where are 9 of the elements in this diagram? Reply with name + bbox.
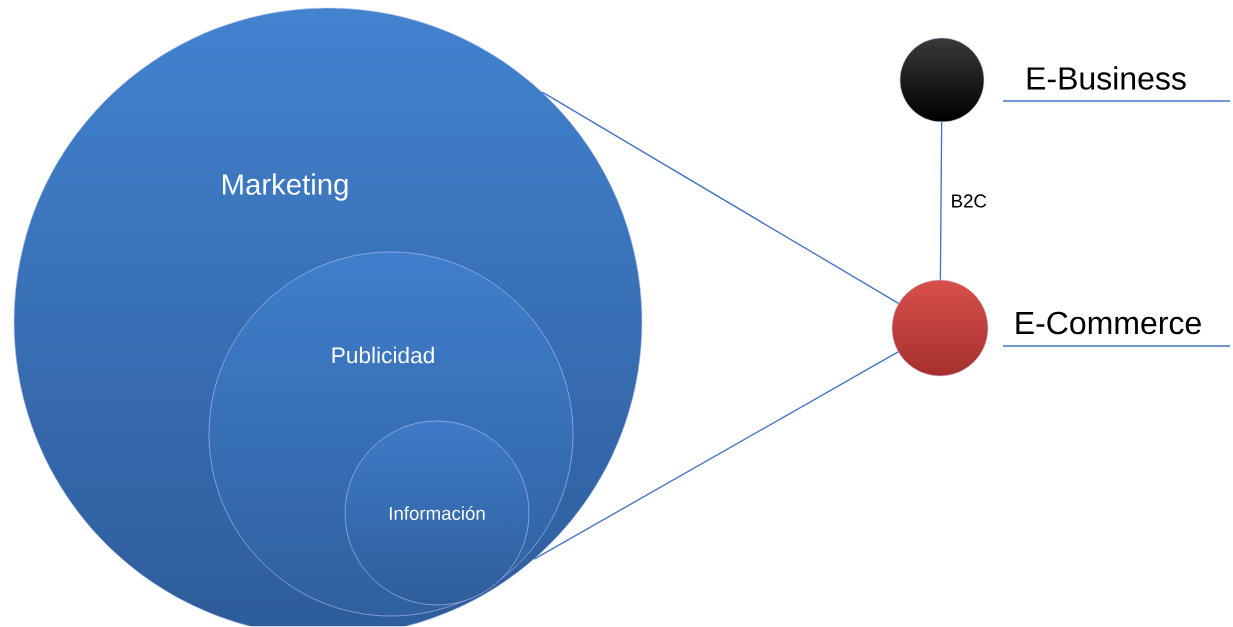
circle-label: E-Commerce [1016,311,1201,335]
circle-label: E-Business [1027,66,1186,90]
connector-line [541,91,900,305]
connector-line [533,351,899,560]
edge-label: B2C [952,194,987,208]
circle-label: Publicidad [332,346,434,364]
circle-label: Información [389,506,485,520]
circle-label: Marketing [223,173,348,201]
connector-line [939,121,943,281]
